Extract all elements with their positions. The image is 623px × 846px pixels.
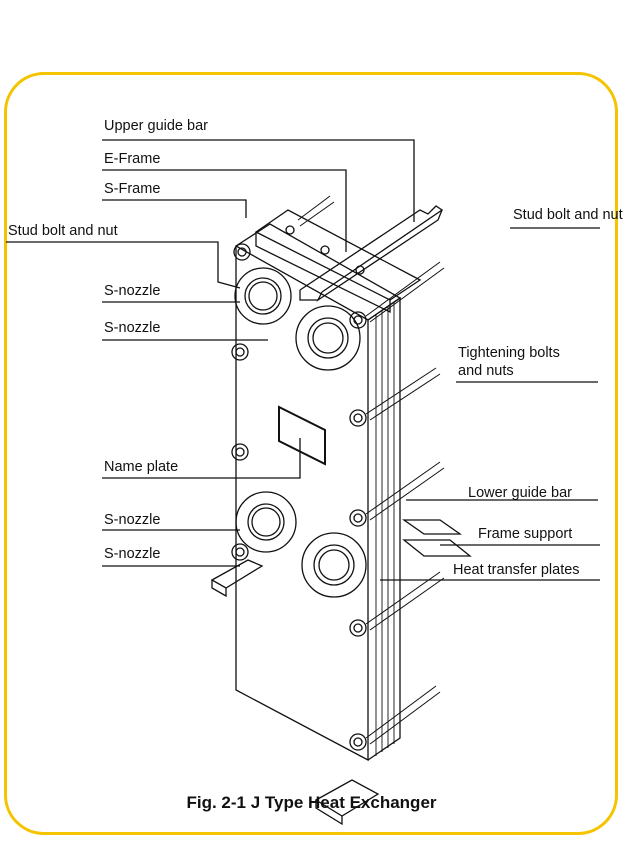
label-tightening-2: and nuts	[458, 363, 514, 379]
label-upper-guide-bar: Upper guide bar	[104, 118, 208, 134]
label-frame-support: Frame support	[478, 526, 573, 542]
label-heat-transfer-plates: Heat transfer plates	[453, 562, 580, 578]
label-s-frame: S-Frame	[104, 181, 161, 197]
label-lower-guide-bar: Lower guide bar	[468, 485, 572, 501]
label-tightening-1: Tightening bolts	[458, 345, 560, 361]
label-s-nozzle-4: S-nozzle	[104, 546, 161, 562]
label-s-nozzle-2: S-nozzle	[104, 320, 161, 336]
label-stud-bolt-left: Stud bolt and nut	[8, 223, 118, 239]
label-s-nozzle-3: S-nozzle	[104, 512, 161, 528]
figure-border	[4, 72, 618, 835]
label-stud-bolt-right: Stud bolt and nut	[513, 207, 623, 223]
label-s-nozzle-1: S-nozzle	[104, 283, 161, 299]
label-e-frame: E-Frame	[104, 151, 161, 167]
figure-caption: Fig. 2-1 J Type Heat Exchanger	[186, 793, 437, 812]
label-name-plate: Name plate	[104, 459, 179, 475]
